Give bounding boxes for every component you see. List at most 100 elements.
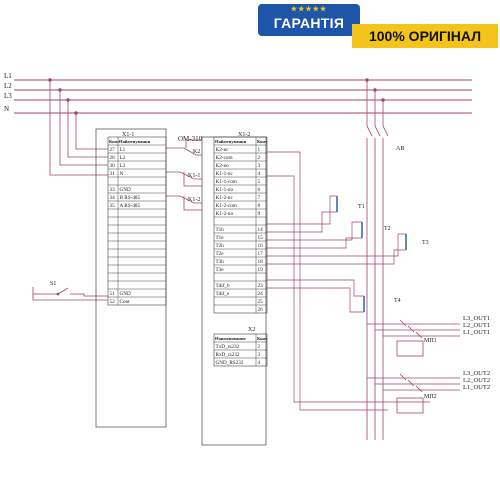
x2-cell-no: 4 xyxy=(258,360,261,366)
x1-2-cell-name: K1-1-com xyxy=(216,179,237,185)
guarantee-badge: ★★★★★ ГАРАНТІЯ xyxy=(258,4,360,36)
x1-1-title: X1-1 xyxy=(122,132,134,138)
relay-contacts xyxy=(166,139,202,211)
x2-cell-name: TxD_rs232 xyxy=(216,344,240,350)
bus-label-l2: L2 xyxy=(4,82,12,90)
x1-2-cell-name: Tdif_e xyxy=(216,290,231,297)
transformer-t3-label: T3 xyxy=(422,240,429,246)
stars-icon: ★★★★★ xyxy=(290,6,328,13)
x1-1-cell-name: GND xyxy=(120,187,131,193)
x2-col-no: Конт xyxy=(257,336,268,341)
x1-2-cell-name: K2-nc xyxy=(216,147,230,153)
x1-2-cell-no: 4 xyxy=(258,171,261,177)
x1-2-col-no: Конт xyxy=(257,139,268,144)
switch-s1 xyxy=(32,287,108,301)
transformer-wires xyxy=(266,151,430,411)
x2-cell-no: 3 xyxy=(258,352,261,358)
x2-title: X2 xyxy=(248,327,255,333)
x2-cell-no: 2 xyxy=(258,344,261,350)
output-l1-out1: L1_OUT1 xyxy=(463,329,490,336)
x1-1-cell-name: B RS-485 xyxy=(120,195,141,201)
x1-1-frame xyxy=(95,128,167,428)
x1-1-cell-name: N xyxy=(120,171,124,177)
starter-mp1 xyxy=(367,319,460,357)
relay-k2-label: K2 xyxy=(193,149,200,155)
x1-2-cell-name: K1-2-no xyxy=(216,211,234,217)
x1-2-cell-name: K2-com xyxy=(216,155,233,161)
x1-1-col-no: Конт xyxy=(109,139,120,144)
x1-1-cell-no: 28 xyxy=(110,155,116,161)
x1-2-cell-name: T1b xyxy=(216,227,225,233)
original-badge: 100% ОРИГІНАЛ xyxy=(352,24,498,48)
x1-1-cell-no: 51 xyxy=(110,291,116,297)
x1-2-cell-no: 17 xyxy=(258,251,264,257)
x1-1-cell-name: L3 xyxy=(120,163,126,169)
x1-2-cell-no: 18 xyxy=(258,259,264,265)
bus-label-l3: L3 xyxy=(4,92,12,100)
x1-2-cell-no: 7 xyxy=(258,195,261,201)
breaker-ab xyxy=(365,78,389,440)
x2-cell-name: RxD_rs232 xyxy=(216,352,240,358)
x1-1-cell-no: 27 xyxy=(110,147,116,153)
output-l2-out2: L2_OUT2 xyxy=(463,377,490,384)
bus-label-l1: L1 xyxy=(4,72,12,80)
x1-2-cell-name: T1e xyxy=(216,235,225,241)
x1-2-title: X1-2 xyxy=(238,132,250,138)
x1-2-cell-name: K1-1-no xyxy=(216,187,234,193)
x1-2-cell-name: T2b xyxy=(216,243,225,249)
x1-2-col-name: Найменування xyxy=(215,139,247,144)
x1-1-cell-name: GND xyxy=(120,291,131,297)
x1-2-cell-no: 15 xyxy=(258,235,264,241)
starter-mp2 xyxy=(367,373,460,414)
relay-k1-1-label: K1-1 xyxy=(188,173,200,179)
x1-2-cell-name: T2e xyxy=(216,251,225,257)
x1-2-cell-no: 23 xyxy=(258,283,264,289)
starter-mp1-label: МП1 xyxy=(424,338,437,344)
x1-2-cell-no: 5 xyxy=(258,179,261,185)
x1-1-cell-no: 30 xyxy=(110,163,116,169)
output-l2-out1: L2_OUT1 xyxy=(463,322,490,329)
x1-2-cell-name: K1-2-com xyxy=(216,203,237,209)
x1-2-cell-no: 16 xyxy=(258,243,264,249)
x1-1-cell-name: L1 xyxy=(120,147,126,153)
transformer-t4-label: T4 xyxy=(394,298,401,304)
x1-2-cell-no: 2 xyxy=(258,155,261,161)
output-l3-out1: L3_OUT1 xyxy=(463,315,490,322)
x1-2-cell-no: 9 xyxy=(258,211,261,217)
x1-2-cell-name: K2-no xyxy=(216,163,230,169)
x1-2-terminal-table: K2-nc 1K2-com 2K2-no 3K1-1-nc 4K1-1-com 5K1-1… xyxy=(213,136,268,314)
breaker-ab-label: AB xyxy=(396,146,404,152)
switch-s1-label: S1 xyxy=(50,281,56,287)
x1-2-cell-name: K1-1-nc xyxy=(216,171,234,177)
x1-2-cell-no: 14 xyxy=(258,227,264,233)
x1-2-cell-no: 3 xyxy=(258,163,261,169)
x1-2-cell-name: T3b xyxy=(216,259,225,265)
x1-2-cell-name: Tdif_b xyxy=(216,282,231,289)
x1-1-cell-no: 33 xyxy=(110,187,116,193)
x1-1-cell-name: L2 xyxy=(120,155,126,161)
x1-2-cell-no: 1 xyxy=(258,147,261,153)
x1-1-cell-name: Cont xyxy=(120,299,131,305)
x1-2-cell-no: 24 xyxy=(258,291,264,297)
bus-taps xyxy=(48,78,108,176)
x1-1-col-name: Найменування xyxy=(119,139,151,144)
x1-1-cell-no: 52 xyxy=(110,299,116,305)
x1-1-cell-no: 31 xyxy=(110,171,116,177)
x1-1-cell-name: A RS-485 xyxy=(120,203,141,209)
x1-2-cell-no: 25 xyxy=(258,299,264,305)
output-l1-out2: L1_OUT2 xyxy=(463,384,490,391)
power-bus xyxy=(14,79,472,114)
x1-1-cell-no: 34 xyxy=(110,195,116,201)
output-l3-out2: L3_OUT2 xyxy=(463,370,490,377)
x1-2-cell-no: 26 xyxy=(258,307,264,313)
x1-2-cell-no: 6 xyxy=(258,187,261,193)
x1-1-cell-no: 35 xyxy=(110,203,116,209)
x2-cell-name: GND_RS232 xyxy=(216,360,244,366)
bus-label-n: N xyxy=(4,105,9,113)
x2-col-name: Наименование xyxy=(215,336,246,341)
transformer-coils xyxy=(336,196,407,312)
transformer-t2-label: T2 xyxy=(384,226,391,232)
